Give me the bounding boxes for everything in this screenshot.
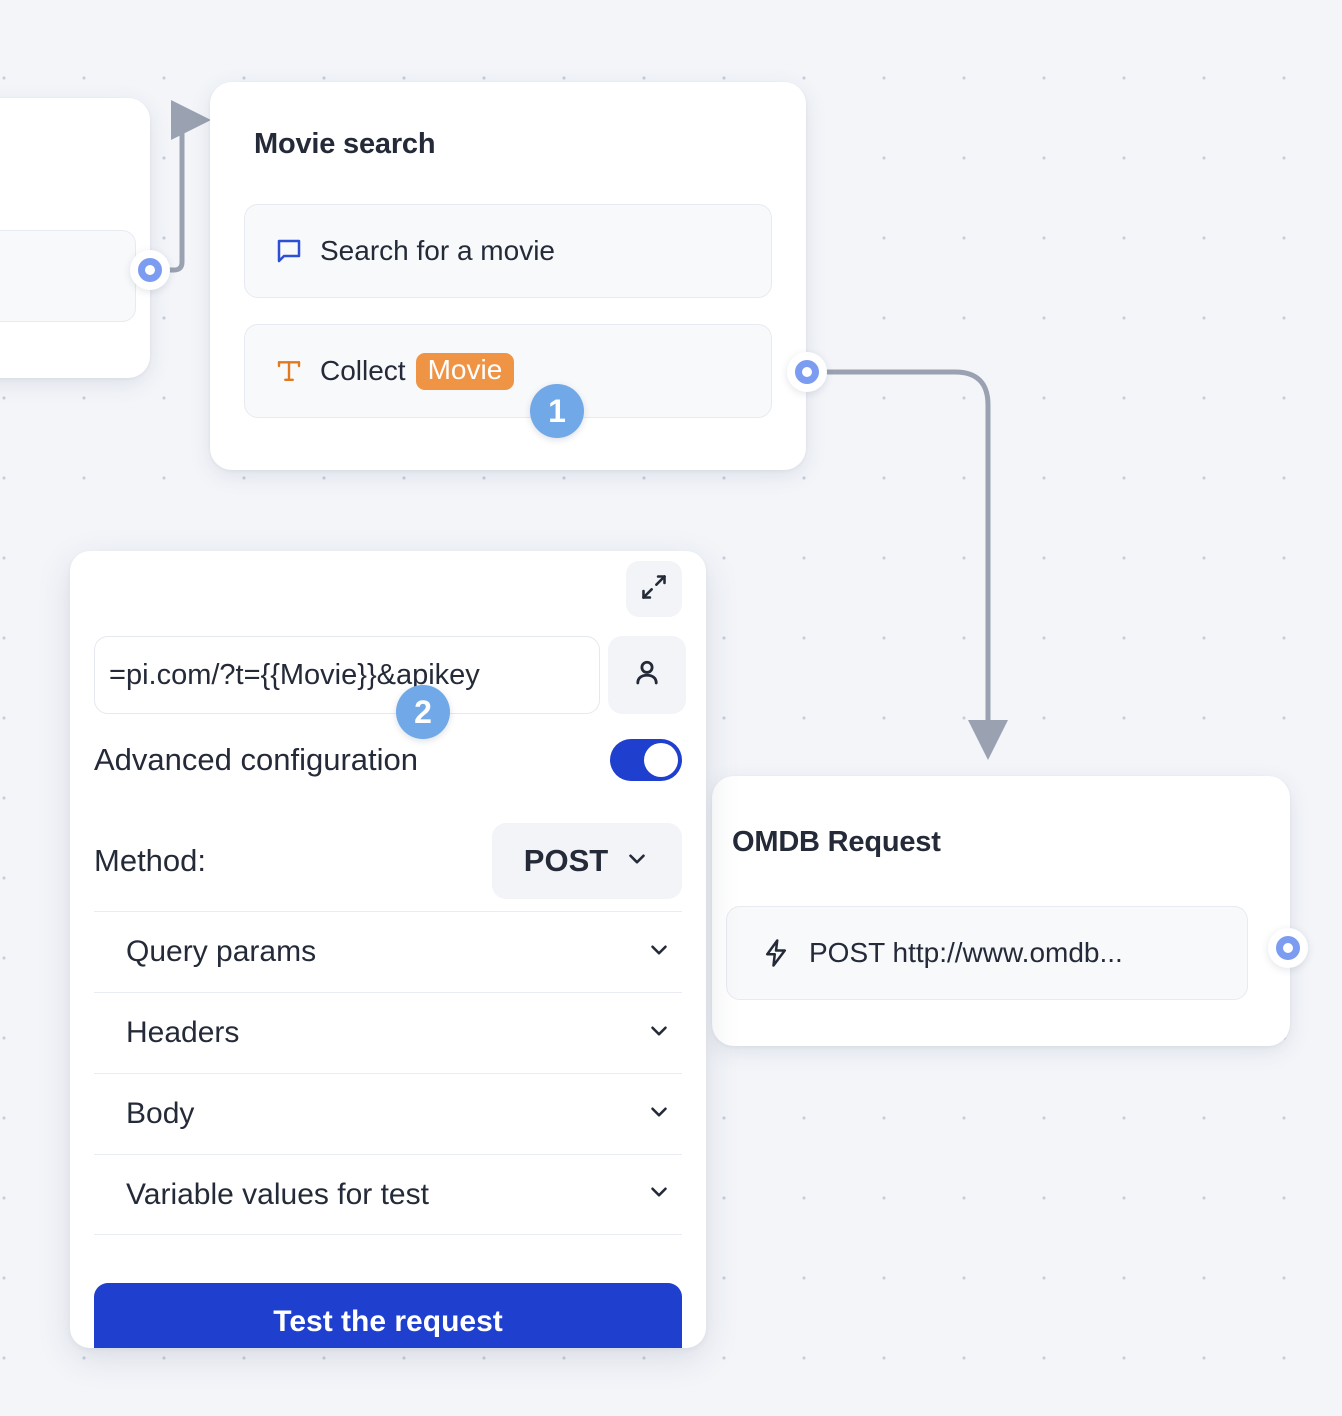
- chevron-down-icon: [646, 1099, 672, 1130]
- omdb-request-node[interactable]: OMDB Request POST http://www.omdb...: [712, 776, 1290, 1046]
- partial-node-row[interactable]: [0, 230, 136, 322]
- auth-user-button[interactable]: [608, 636, 686, 714]
- node-row-label: Collect Movie: [320, 352, 515, 390]
- collect-label: Collect: [320, 355, 406, 386]
- chat-bubble-icon: [274, 236, 304, 266]
- connector-handle-movie-search-output[interactable]: [787, 352, 827, 392]
- accordion-label: Headers: [126, 1016, 240, 1049]
- method-select[interactable]: POST: [492, 823, 682, 899]
- movie-search-title: Movie search: [254, 128, 436, 160]
- connector-handle-omdb-output[interactable]: [1268, 928, 1308, 968]
- advanced-configuration-label: Advanced configuration: [94, 742, 419, 777]
- edge-left-to-movie-search: [167, 100, 211, 273]
- chevron-down-icon: [646, 1018, 672, 1049]
- advanced-configuration-toggle[interactable]: [610, 739, 682, 781]
- step-badge-2: 2: [396, 685, 450, 739]
- accordion-item-query-params[interactable]: Query params: [94, 911, 682, 992]
- movie-search-node[interactable]: Movie search Search for a movie: [210, 82, 806, 470]
- advanced-configuration-row: Advanced configuration: [94, 739, 682, 781]
- url-field-group[interactable]: [94, 636, 686, 714]
- variable-tag-movie[interactable]: Movie: [415, 352, 515, 390]
- node-row-label: Search for a movie: [320, 235, 555, 266]
- accordion-item-body[interactable]: Body: [94, 1073, 682, 1154]
- request-url-input[interactable]: [94, 636, 600, 714]
- person-icon: [630, 656, 664, 695]
- method-label: Method:: [94, 843, 207, 878]
- lightning-bolt-icon: [761, 938, 791, 968]
- omdb-request-title: OMDB Request: [732, 826, 941, 858]
- request-sections-accordion: Query params Headers Body Variable value…: [94, 911, 682, 1235]
- accordion-label: Variable values for test: [126, 1177, 429, 1211]
- expand-panel-button[interactable]: [626, 561, 682, 617]
- accordion-label: Body: [126, 1097, 195, 1130]
- partial-node-card[interactable]: [0, 98, 150, 378]
- accordion-item-headers[interactable]: Headers: [94, 992, 682, 1073]
- text-field-icon: [274, 356, 304, 386]
- method-value: POST: [523, 843, 609, 878]
- connector-handle-left[interactable]: [130, 250, 170, 290]
- chevron-down-icon: [646, 1179, 672, 1210]
- chevron-down-icon: [646, 937, 672, 968]
- node-row-search-for-a-movie[interactable]: Search for a movie: [244, 204, 772, 298]
- step-badge-1: 1: [530, 384, 584, 438]
- node-row-label: POST http://www.omdb...: [809, 937, 1123, 968]
- test-the-request-button[interactable]: Test the request: [94, 1283, 682, 1348]
- edge-movie-search-to-omdb: [825, 369, 1008, 760]
- expand-diagonal-icon: [640, 573, 668, 606]
- accordion-item-variable-values-for-test[interactable]: Variable values for test: [94, 1154, 682, 1235]
- node-row-post-request[interactable]: POST http://www.omdb...: [726, 906, 1248, 1000]
- node-row-collect-movie[interactable]: Collect Movie: [244, 324, 772, 418]
- accordion-label: Query params: [126, 935, 317, 968]
- method-row: Method: POST: [94, 823, 682, 899]
- request-config-panel[interactable]: Advanced configuration Method: POST Quer…: [70, 551, 706, 1348]
- chevron-down-icon: [624, 846, 650, 877]
